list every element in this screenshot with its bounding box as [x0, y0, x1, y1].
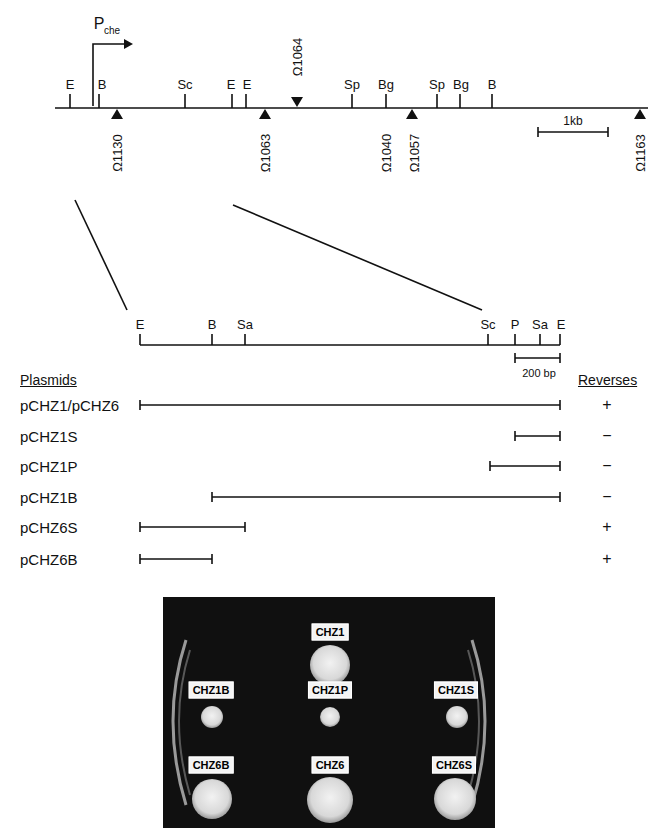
scale-label: 1kb	[563, 115, 582, 127]
site-label: Sp	[344, 78, 360, 91]
colony-label: CHZ6B	[189, 757, 234, 774]
site-label: B	[488, 78, 497, 91]
site-label: Bg	[453, 78, 469, 91]
top-map	[55, 44, 648, 310]
promoter-arrow	[93, 44, 124, 106]
promoter-label: P	[94, 16, 105, 32]
zoom-line	[233, 205, 482, 310]
colony-name: CHZ6B	[193, 759, 230, 771]
plasmid-name: pCHZ1P	[20, 459, 78, 474]
arrowhead	[124, 39, 133, 49]
scale-label: 200 bp	[522, 368, 556, 379]
result-sign: −	[602, 428, 611, 444]
site-label: E	[557, 318, 566, 331]
insertion-label: Ω1130	[111, 134, 124, 172]
plasmid-name: pCHZ6B	[20, 552, 78, 567]
site-label: E	[136, 318, 145, 331]
colony-label: CHZ1B	[189, 682, 234, 699]
insertion-label: Ω1040	[380, 134, 393, 173]
site-label: Sc	[480, 318, 495, 331]
colony-label: CHZ6S	[432, 757, 476, 774]
site-label: B	[98, 78, 107, 91]
site-label: P	[511, 318, 520, 331]
site-label: Sp	[429, 78, 445, 91]
site-label: E	[66, 78, 75, 91]
insertion-label: Ω1063	[259, 134, 272, 173]
site-label: E	[227, 78, 236, 91]
colony-name: CHZ1	[316, 626, 345, 638]
colony-name: CHZ1P	[312, 684, 348, 696]
colony-name: CHZ1S	[438, 684, 474, 696]
colony-name: CHZ6S	[436, 759, 472, 771]
colony-label: CHZ1	[312, 624, 349, 641]
site-label: B	[208, 318, 217, 331]
colony-label: CHZ1P	[308, 682, 352, 699]
plasmid-name: pCHZ1B	[20, 490, 78, 505]
result-sign: +	[602, 519, 611, 535]
colony-name: CHZ6	[316, 759, 345, 771]
result-sign: +	[602, 551, 611, 567]
insertion-label: Ω1163	[634, 134, 647, 172]
result-sign: −	[602, 489, 611, 505]
colony-label: CHZ6	[312, 757, 349, 774]
site-label: Sa	[237, 318, 253, 331]
site-label: Sa	[532, 318, 548, 331]
plate-photo	[163, 597, 495, 828]
insertion-label: Ω1057	[408, 134, 421, 173]
column-header: Plasmids	[20, 373, 77, 387]
site-label: Bg	[378, 78, 394, 91]
promoter-subscript: che	[104, 26, 120, 36]
result-sign: −	[602, 458, 611, 474]
insertion-label: Ω1064	[291, 38, 304, 77]
colony-name: CHZ1B	[193, 684, 230, 696]
plasmid-name: pCHZ1/pCHZ6	[20, 398, 119, 413]
site-label: E	[243, 78, 252, 91]
column-header: Reverses	[578, 373, 637, 387]
colony-label: CHZ1S	[434, 682, 478, 699]
plasmid-name: pCHZ6S	[20, 520, 78, 535]
detail-map	[140, 334, 560, 363]
plasmid-inserts	[140, 400, 560, 564]
plasmid-name: pCHZ1S	[20, 429, 78, 444]
result-sign: +	[602, 397, 611, 413]
site-label: Sc	[177, 78, 192, 91]
zoom-line	[75, 200, 127, 310]
